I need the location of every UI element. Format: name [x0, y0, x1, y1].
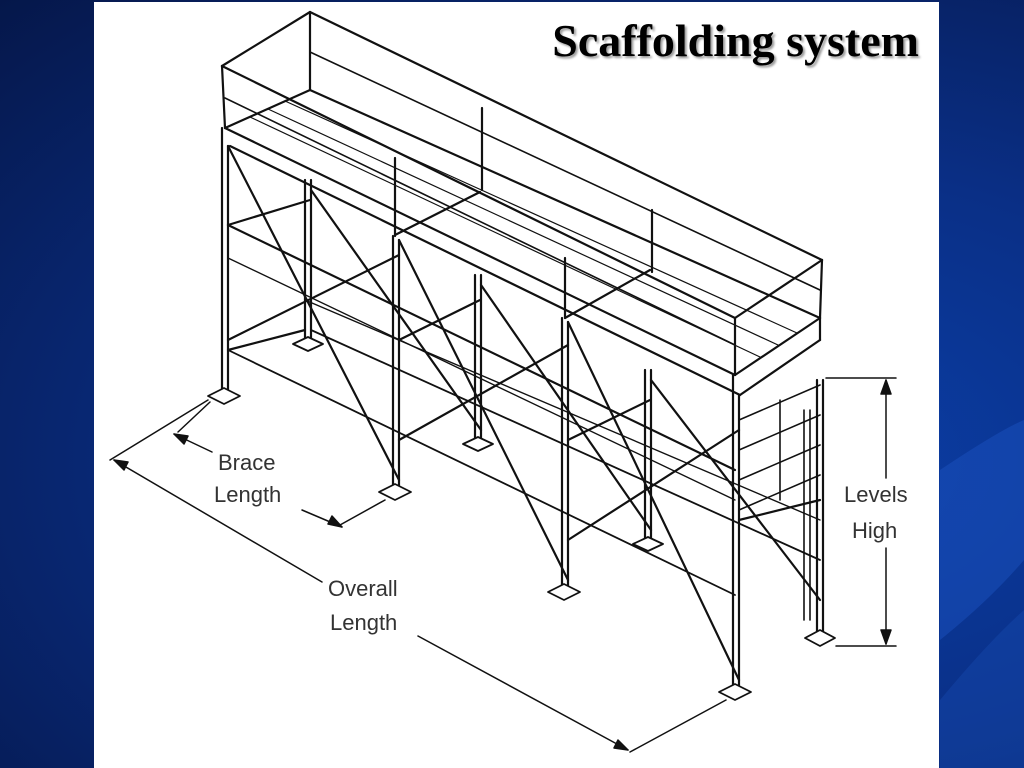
base-plates: [207, 336, 836, 701]
levels-high-label-line1: Levels: [844, 482, 908, 507]
guard-rails: [220, 10, 824, 377]
overall-length-label-line2: Length: [330, 610, 397, 635]
top-deck: [223, 88, 822, 397]
diagram-panel: Scaffolding system: [94, 2, 939, 768]
overall-length-dimension: [109, 399, 727, 753]
brace-length-dimension: [173, 401, 386, 528]
overall-length-label-line1: Overall: [328, 576, 398, 601]
cross-braces: [226, 144, 822, 682]
brace-length-label-line2: Length: [214, 482, 281, 507]
levels-high-label-line2: High: [852, 518, 897, 543]
slide-title: Scaffolding system: [552, 15, 919, 66]
end-frame-ladder: [738, 384, 821, 621]
levels-high-dimension: [825, 377, 897, 647]
brace-length-label-line1: Brace: [218, 450, 275, 475]
bottom-ledgers: [226, 328, 821, 596]
